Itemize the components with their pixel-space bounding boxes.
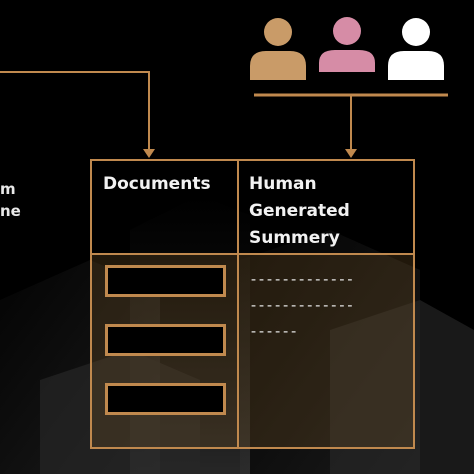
left-text-block: m ne [0,178,21,222]
table-divider [92,253,413,255]
table-column-divider [237,161,239,447]
arrowhead-down-icon [143,149,155,158]
person-icon [250,18,306,80]
summary-header-line: Summery [249,228,340,248]
left-text-line: ne [0,202,21,220]
summary-header-line: Human [249,174,317,194]
document-box [105,383,226,415]
summary-lines: ------------- ------------- ------ [249,266,354,344]
arrow-from-left [0,71,150,152]
documents-summary-table: Documents Human Generated Summery ------… [90,159,415,449]
documents-header: Documents [103,174,211,194]
summary-header-line: Generated [249,201,350,221]
left-text-line: m [0,180,16,198]
summary-line: ------------- [249,270,354,288]
summary-line: ------ [249,322,298,340]
document-box [105,265,226,297]
person-icon [388,18,444,80]
people-group [250,17,444,80]
arrowhead-down-icon [345,149,357,158]
document-box [105,324,226,356]
person-icon [319,17,375,72]
summary-header: Human Generated Summery [249,171,350,252]
summary-line: ------------- [249,296,354,314]
